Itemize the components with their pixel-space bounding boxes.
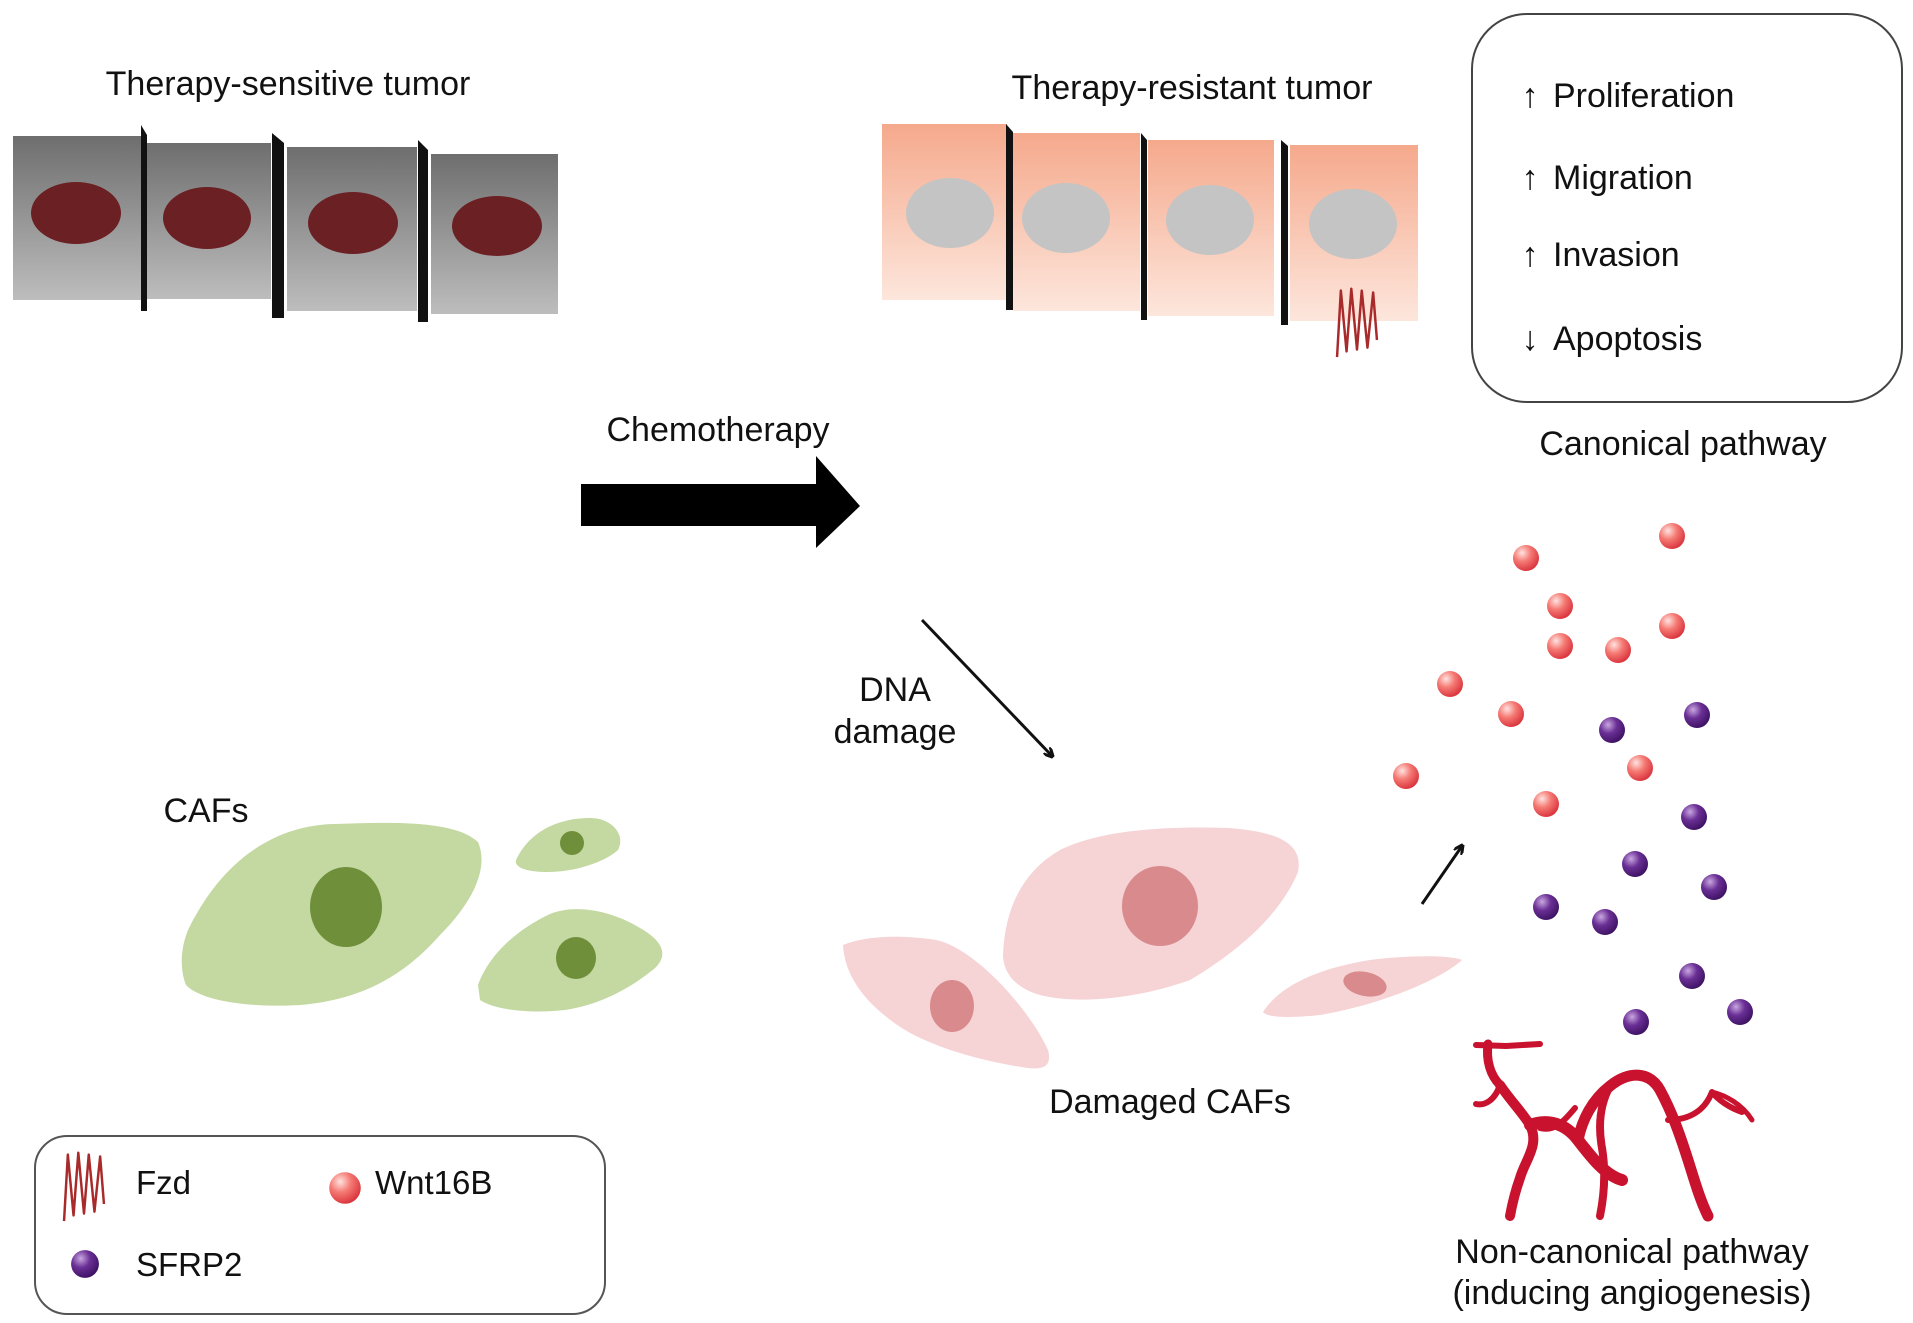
wnt16b-sphere-icon	[1547, 593, 1573, 619]
chemotherapy-label: Chemotherapy	[606, 411, 829, 449]
sfrp2-sphere-icon	[1681, 804, 1707, 830]
resistant-tumor-title: Therapy-resistant tumor	[1012, 69, 1373, 107]
sfrp2-molecules	[1533, 702, 1753, 1035]
wnt16b-sphere-icon	[1393, 763, 1419, 789]
sensitive-tumor-title: Therapy-sensitive tumor	[106, 65, 471, 103]
dna-damage-label-line2: damage	[834, 713, 957, 751]
damaged-cafs-label: Damaged CAFs	[1049, 1083, 1291, 1121]
resistant-nucleus	[906, 178, 994, 248]
dna-damage-label-line1: DNA	[859, 671, 931, 709]
cell-membrane	[272, 133, 284, 318]
sensitive-nucleus	[308, 192, 398, 254]
resistant-tumor-cells	[882, 124, 1418, 359]
wnt16b-molecules	[1393, 523, 1685, 817]
legend: Fzd Wnt16B SFRP2	[62, 1151, 492, 1283]
noncanonical-pathway-label-line1: Non-canonical pathway	[1455, 1233, 1808, 1271]
legend-sfrp2-icon	[71, 1250, 99, 1278]
noncanonical-pathway-label-line2: (inducing angiogenesis)	[1452, 1274, 1811, 1312]
legend-box	[34, 1135, 606, 1315]
cell-membrane	[1006, 124, 1013, 310]
effect-arrow-up-icon: ↑	[1522, 236, 1539, 274]
blood-vessel-icon	[1473, 1039, 1755, 1222]
caf-nucleus	[560, 831, 584, 855]
sfrp2-sphere-icon	[1533, 894, 1559, 920]
sensitive-nucleus	[452, 196, 542, 256]
legend-wnt16b-label: Wnt16B	[375, 1164, 492, 1201]
wnt16b-sphere-icon	[1627, 755, 1653, 781]
effects-box	[1471, 13, 1903, 403]
effects-list: ↑ Proliferation ↑ Migration ↑ Invasion ↓…	[1522, 77, 1735, 358]
effect-arrow-up-icon: ↑	[1522, 159, 1539, 197]
cell-membrane	[141, 125, 147, 311]
legend-sfrp2-label: SFRP2	[136, 1246, 242, 1283]
effect-proliferation: Proliferation	[1553, 77, 1734, 115]
dna-damage-arrow-icon	[920, 618, 1052, 756]
wnt16b-sphere-icon	[1437, 671, 1463, 697]
effect-arrow-up-icon: ↑	[1522, 77, 1539, 115]
sfrp2-sphere-icon	[1727, 999, 1753, 1025]
damaged-caf-cells	[843, 827, 1462, 1069]
sensitive-nucleus	[31, 182, 121, 244]
sfrp2-sphere-icon	[1622, 851, 1648, 877]
damaged-caf-nucleus	[1343, 971, 1387, 997]
cell-membrane	[1281, 140, 1288, 325]
resistant-nucleus	[1166, 185, 1254, 255]
wnt16b-sphere-icon	[1513, 545, 1539, 571]
wnt16b-sphere-icon	[1498, 701, 1524, 727]
wnt16b-sphere-icon	[1533, 791, 1559, 817]
sfrp2-sphere-icon	[1599, 717, 1625, 743]
caf-nucleus	[310, 867, 382, 947]
legend-wnt16b-icon	[329, 1172, 361, 1204]
wnt16b-sphere-icon	[1547, 633, 1573, 659]
resistant-nucleus	[1309, 189, 1397, 259]
secretion-arrow-icon	[1420, 846, 1462, 905]
cell-membrane	[418, 140, 428, 322]
sfrp2-sphere-icon	[1592, 909, 1618, 935]
caf-nucleus	[556, 937, 596, 979]
cell-membrane	[1141, 133, 1147, 320]
cafs-label: CAFs	[164, 792, 249, 830]
effect-arrow-down-icon: ↓	[1522, 320, 1539, 358]
wnt16b-sphere-icon	[1659, 613, 1685, 639]
sfrp2-sphere-icon	[1679, 963, 1705, 989]
damaged-caf-nucleus	[930, 980, 974, 1032]
canonical-pathway-label: Canonical pathway	[1539, 425, 1826, 463]
effect-migration: Migration	[1553, 159, 1693, 197]
sfrp2-sphere-icon	[1684, 702, 1710, 728]
sensitive-tumor-cells	[13, 125, 558, 322]
sfrp2-sphere-icon	[1701, 874, 1727, 900]
wnt16b-sphere-icon	[1659, 523, 1685, 549]
chemotherapy-arrow-icon	[581, 456, 860, 548]
legend-fzd-label: Fzd	[136, 1164, 191, 1201]
damaged-caf-nucleus	[1122, 866, 1198, 946]
wnt16b-sphere-icon	[1605, 637, 1631, 663]
caf-cells	[181, 818, 663, 1012]
effect-apoptosis: Apoptosis	[1553, 320, 1702, 358]
resistant-nucleus	[1022, 183, 1110, 253]
sensitive-nucleus	[163, 187, 251, 249]
effect-invasion: Invasion	[1553, 236, 1680, 274]
sfrp2-sphere-icon	[1623, 1009, 1649, 1035]
